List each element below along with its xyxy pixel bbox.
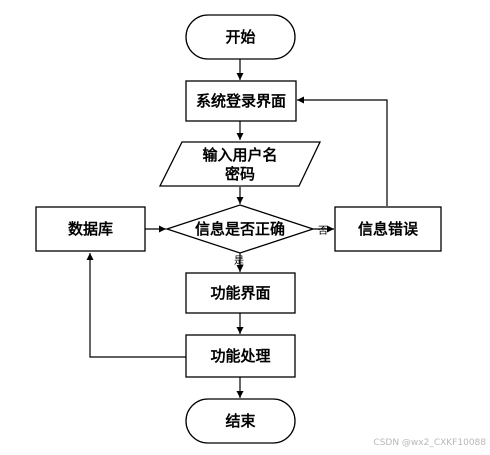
decision-node: 信息是否正确 bbox=[164, 204, 316, 254]
start-label: 开始 bbox=[225, 28, 255, 46]
database-label: 数据库 bbox=[68, 220, 113, 238]
login-node: 系统登录界面 bbox=[185, 80, 297, 122]
process-shape bbox=[185, 334, 296, 378]
decision-shape bbox=[164, 204, 316, 254]
function-ui-label: 功能界面 bbox=[210, 284, 270, 302]
end-node: 结束 bbox=[185, 398, 296, 444]
function-ui-node: 功能界面 bbox=[185, 272, 296, 314]
process-node: 功能处理 bbox=[185, 334, 296, 378]
edges bbox=[86, 59, 388, 398]
edge-error-to-login bbox=[297, 96, 388, 206]
decision-label: 信息是否正确 bbox=[195, 220, 285, 238]
start-node: 开始 bbox=[185, 14, 296, 60]
database-shape bbox=[35, 206, 146, 252]
error-node: 信息错误 bbox=[334, 206, 442, 252]
input-label-line1: 输入用户名 bbox=[202, 146, 277, 164]
input-label-line2: 密码 bbox=[225, 165, 255, 183]
login-label: 系统登录界面 bbox=[196, 92, 286, 110]
error-label: 信息错误 bbox=[358, 220, 419, 238]
input-node: 输入用户名 密码 bbox=[158, 141, 322, 187]
function-ui-shape bbox=[185, 272, 296, 314]
edge-process-to-database bbox=[86, 253, 186, 358]
start-shape bbox=[185, 14, 296, 60]
login-shape bbox=[185, 80, 297, 122]
database-node: 数据库 bbox=[35, 206, 146, 252]
no-label: 否 bbox=[318, 225, 328, 237]
end-shape bbox=[185, 398, 296, 444]
input-shape bbox=[158, 141, 322, 187]
yes-label: 是 bbox=[234, 255, 244, 267]
end-label: 结束 bbox=[225, 412, 256, 430]
watermark: CSDN @wx2_CXKF10088 bbox=[373, 438, 486, 448]
error-shape bbox=[334, 206, 442, 252]
process-label: 功能处理 bbox=[210, 347, 270, 365]
